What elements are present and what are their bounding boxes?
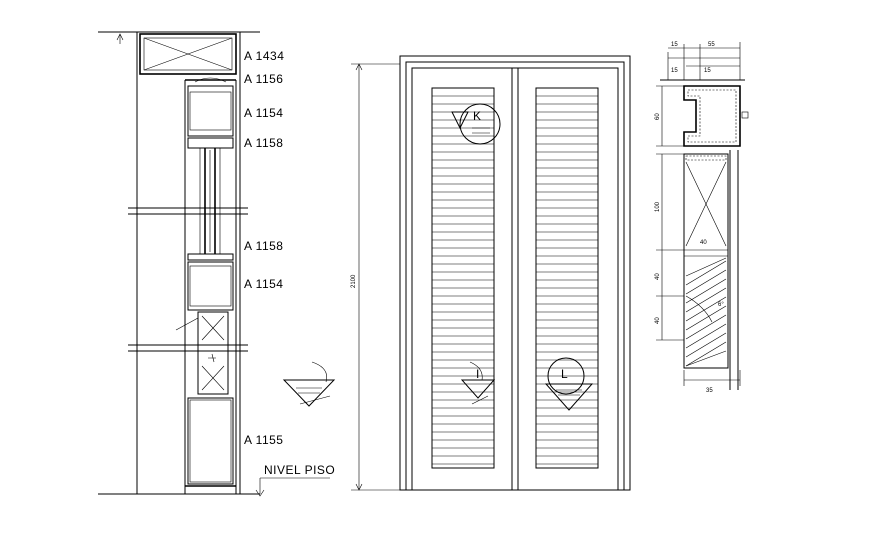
hatch-line [685,314,727,340]
hatch-line [685,296,727,322]
right-louvre-panel [535,87,599,469]
bottom-dim-35: 35 [706,388,713,394]
vertical-section [98,31,330,497]
angle-dim: 6° [718,302,724,308]
marker-k: K [451,103,501,145]
marker-l-letter: L [561,367,568,381]
marker-i: I [460,361,496,405]
hatch-line [685,260,727,286]
hatch-line [685,287,727,313]
hatch-line [685,305,727,331]
label-a1155: A 1155 [244,433,283,447]
hatch-line [685,278,727,304]
section-labels: A 1434 A 1156 A 1154 A 1158 A 1158 A 115… [244,49,335,477]
hatch-line [685,323,727,349]
left-louvre-panel [431,87,495,469]
label-a1156: A 1156 [244,72,283,86]
top-dim-15-b: 15 [671,68,678,74]
hatch-line [685,350,727,367]
marker-k-letter: K [473,109,482,123]
inner-dim-40: 40 [700,240,707,246]
marker-i-letter: I [476,367,480,381]
side-dim-100: 100 [655,201,661,212]
side-dim-60: 60 [655,113,661,120]
label-a1434: A 1434 [244,49,284,63]
profile-detail: 15 55 15 15 6° 40 60 100 40 40 35 [655,42,749,394]
top-dim-15-a: 15 [671,42,678,48]
leaf-hatch [685,257,727,367]
hatch-line [685,332,727,358]
label-a1154-top: A 1154 [244,106,283,120]
hatch-line [685,257,727,277]
hatch-line [685,269,727,295]
height-dimension: 2100 [351,274,357,288]
label-a1154-bottom: A 1154 [244,277,283,291]
hatch-line [685,341,727,367]
marker-l: L [544,357,594,411]
label-a1158-top: A 1158 [244,136,283,150]
floor-label: NIVEL PISO [264,463,335,477]
top-dim-55: 55 [708,42,715,48]
door-elevation: 2100 K I L [351,55,631,491]
side-dim-40-b: 40 [655,317,661,324]
label-a1158-bottom: A 1158 [244,239,283,253]
louvre-slats [432,95,598,465]
top-dim-15-c: 15 [704,68,711,74]
side-dim-40-a: 40 [655,273,661,280]
section-mark-symbol [282,361,336,407]
